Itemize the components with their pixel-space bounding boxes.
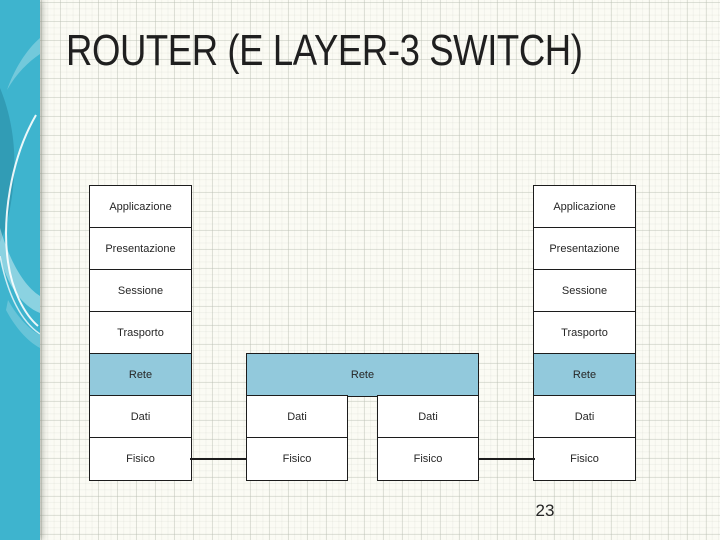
layer-box-dati-right: Dati bbox=[533, 395, 636, 439]
layer-box-presentazione-left: Presentazione bbox=[89, 227, 192, 271]
layer-box-applicazione-right: Applicazione bbox=[533, 185, 636, 229]
layer-label: Sessione bbox=[117, 284, 164, 297]
layer-label: Fisico bbox=[126, 452, 155, 465]
layer-box-applicazione-left: Applicazione bbox=[89, 185, 192, 229]
layer-label: Dati bbox=[574, 410, 595, 423]
layer-box-dati-left: Dati bbox=[89, 395, 192, 439]
layer-box-rete-right: Rete bbox=[533, 353, 636, 397]
layer-label: Fisico bbox=[282, 452, 312, 465]
layer-label: Dati bbox=[287, 410, 307, 423]
layer-box-fisico-router-left: Fisico bbox=[246, 437, 348, 481]
layer-label: Dati bbox=[418, 410, 438, 423]
layer-box-presentazione-right: Presentazione bbox=[533, 227, 636, 271]
swirl-graphic-icon bbox=[0, 0, 41, 540]
layer-label: Applicazione bbox=[109, 200, 172, 213]
layer-box-rete-left: Rete bbox=[89, 353, 192, 397]
layer-box-dati-router-right: Dati bbox=[377, 395, 479, 439]
router-left-interface-stack: Dati Fisico bbox=[246, 395, 348, 481]
physical-link-left bbox=[190, 458, 247, 460]
layer-box-fisico-left: Fisico bbox=[89, 437, 192, 481]
layer-label: Rete bbox=[350, 368, 375, 381]
slide-title: ROUTER (E LAYER-3 SWITCH) bbox=[66, 26, 583, 75]
layer-label: Trasporto bbox=[117, 326, 164, 339]
layer-box-fisico-right: Fisico bbox=[533, 437, 636, 481]
router-right-interface-stack: Dati Fisico bbox=[377, 395, 479, 481]
layer-box-sessione-right: Sessione bbox=[533, 269, 636, 313]
layer-label: Trasporto bbox=[561, 326, 608, 339]
layer-label: Rete bbox=[572, 368, 597, 381]
layer-label: Fisico bbox=[570, 452, 599, 465]
sidebar-decoration bbox=[0, 0, 41, 540]
layer-box-sessione-left: Sessione bbox=[89, 269, 192, 313]
layer-label: Dati bbox=[130, 410, 151, 423]
layer-label: Presentazione bbox=[105, 242, 176, 255]
layer-label: Fisico bbox=[413, 452, 443, 465]
layer-label: Presentazione bbox=[549, 242, 620, 255]
layer-box-fisico-router-right: Fisico bbox=[377, 437, 479, 481]
page-number: 23 bbox=[535, 501, 555, 520]
layer-label: Applicazione bbox=[553, 200, 616, 213]
osi-stack-right: Applicazione Presentazione Sessione Tras… bbox=[533, 185, 636, 481]
layer-label: Sessione bbox=[561, 284, 608, 297]
physical-link-right bbox=[478, 458, 535, 460]
layer-box-trasporto-right: Trasporto bbox=[533, 311, 636, 355]
osi-stack-left: Applicazione Presentazione Sessione Tras… bbox=[89, 185, 192, 481]
router-network-layer-box: Rete bbox=[246, 353, 479, 397]
layer-box-dati-router-left: Dati bbox=[246, 395, 348, 439]
layer-box-trasporto-left: Trasporto bbox=[89, 311, 192, 355]
layer-label: Rete bbox=[128, 368, 153, 381]
